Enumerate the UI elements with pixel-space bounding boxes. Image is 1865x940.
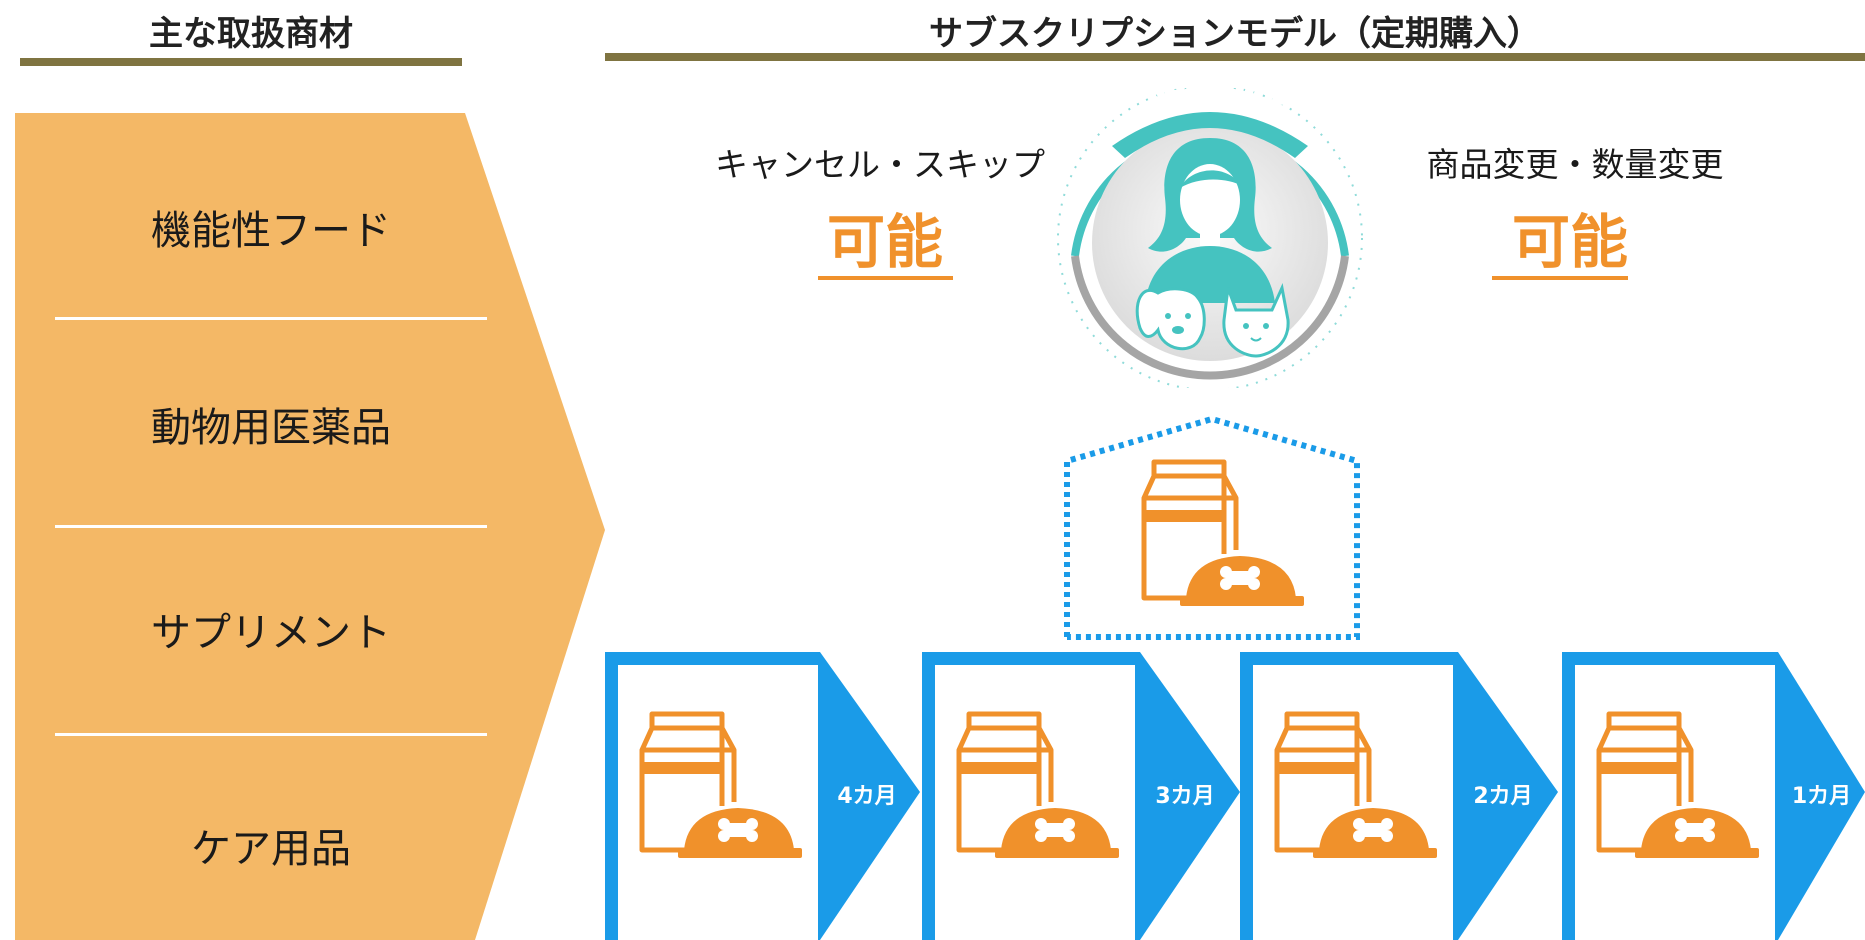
month-label-1: 1カ月: [1791, 784, 1852, 809]
product-supplements: サプリメント: [151, 610, 391, 656]
subscription-header: サブスクリプションモデル（定期購入）: [929, 14, 1541, 54]
pet-food-bag-and-bowl-icon: [638, 710, 803, 879]
option-cancel-skip-value: 可能: [826, 208, 943, 276]
option-change-value: 可能: [1511, 208, 1628, 276]
product-functional-food: 機能性フード: [151, 208, 391, 254]
pet-food-bag-and-bowl-icon: [1595, 710, 1760, 879]
product-divider: [55, 525, 487, 528]
products-header-rule: [20, 58, 462, 66]
product-veterinary-medicine: 動物用医薬品: [151, 405, 391, 451]
products-chevron: [15, 113, 605, 940]
month-label-4: 4カ月: [837, 784, 897, 809]
option-cancel-skip-label: キャンセル・スキップ: [715, 145, 1045, 184]
product-care-goods: ケア用品: [191, 826, 351, 872]
subscription-header-rule: [605, 53, 1865, 61]
month-arrow-4: [605, 652, 920, 940]
woman-with-dog-and-cat-icon: [1135, 138, 1290, 358]
option-change-rule: [1492, 276, 1628, 280]
pet-food-bag-and-bowl-icon: [955, 710, 1120, 879]
product-divider: [55, 733, 487, 736]
pet-food-bag-and-bowl-icon: [1273, 710, 1438, 879]
month-label-3: 3カ月: [1155, 784, 1215, 809]
month-arrow-3: [922, 652, 1240, 940]
month-label-2: 2カ月: [1473, 784, 1533, 809]
month-arrow-2: [1240, 652, 1558, 940]
pet-food-bag-and-bowl-icon: [1140, 458, 1305, 627]
next-delivery-frame: [1064, 415, 1360, 640]
products-header: 主な取扱商材: [149, 14, 353, 54]
product-divider: [55, 317, 487, 320]
delivery-timeline: [605, 652, 1865, 940]
option-change-label: 商品変更・数量変更: [1426, 145, 1724, 184]
option-cancel-skip-rule: [818, 276, 953, 280]
customer-badge: CUSTOMER: [1057, 88, 1363, 388]
month-arrow-1: [1562, 652, 1865, 940]
